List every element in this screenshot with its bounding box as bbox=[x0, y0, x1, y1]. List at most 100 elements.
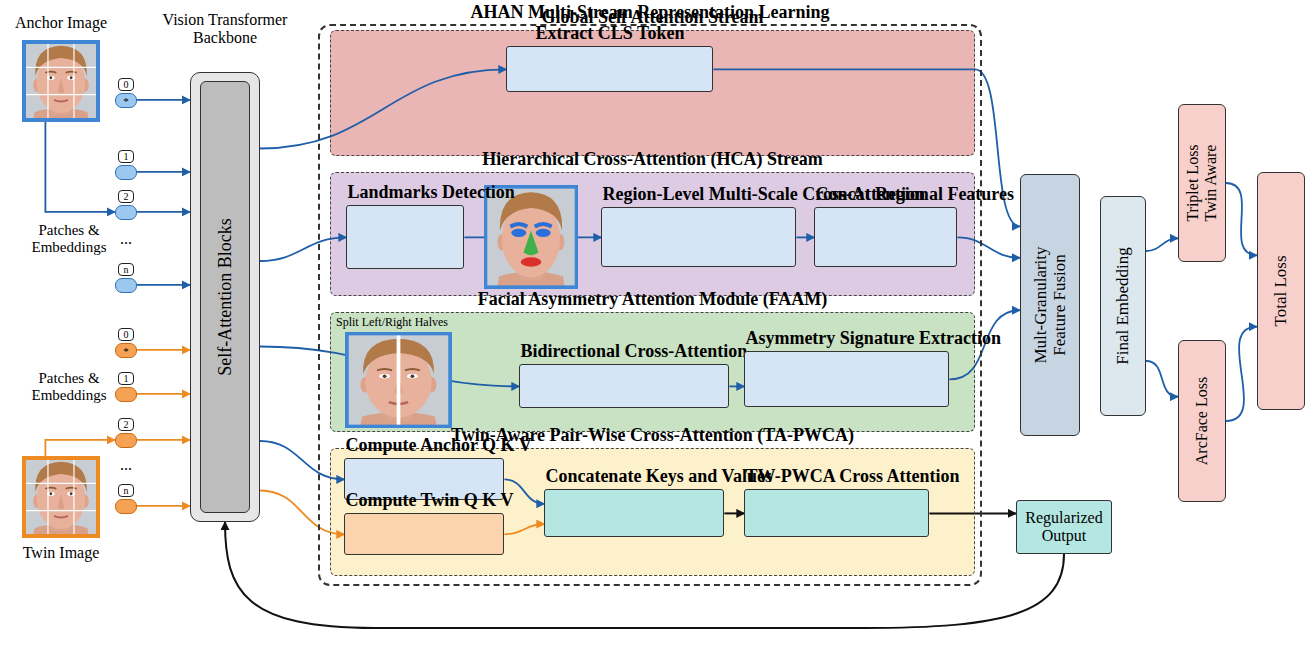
annotation-label: ... bbox=[115, 456, 137, 474]
process-label: Concat Regional Features bbox=[815, 184, 956, 204]
vertical-label: ArcFace Loss bbox=[1193, 346, 1211, 496]
framework-frame: AHAN Multi-Stream Representation Learnin… bbox=[318, 24, 982, 586]
process-label: Region-Level Multi-Scale Cross-Attention bbox=[602, 184, 795, 204]
process-label: Extract CLS Token bbox=[507, 23, 712, 43]
token-pill bbox=[115, 205, 137, 220]
token-embedding: n bbox=[115, 484, 137, 514]
connector-arrow bbox=[260, 69, 506, 148]
stream-panel: Twin-Aware Pair-Wise Cross-Attention (TA… bbox=[330, 448, 975, 576]
drawn-ellipse bbox=[521, 257, 542, 266]
drawn-rect bbox=[485, 187, 576, 288]
process-label: Regularized Output bbox=[1023, 509, 1105, 545]
vertical-label: Final Embedding bbox=[1113, 206, 1132, 406]
token-embedding: n bbox=[115, 263, 137, 293]
drawn-path bbox=[22, 456, 100, 538]
connector-arrow bbox=[137, 349, 190, 351]
connector-arrow bbox=[45, 122, 115, 212]
drawn-svg bbox=[484, 185, 578, 289]
annotation-label: Split Left/Right Halves bbox=[336, 316, 448, 329]
process-box: Extract CLS Token bbox=[506, 46, 713, 92]
drawn-path bbox=[397, 332, 401, 428]
stream-fill bbox=[330, 172, 975, 296]
token-index: n bbox=[119, 264, 133, 275]
stream-heading: Hierarchical Cross-Attention (HCA) Strea… bbox=[331, 149, 974, 170]
drawn-rect bbox=[347, 333, 451, 426]
connector-arrow bbox=[137, 505, 190, 507]
stream-fill bbox=[330, 448, 975, 576]
process-box: Bidirectional Cross-Attention bbox=[519, 364, 729, 408]
process-box: Landmarks Detection bbox=[346, 205, 464, 269]
stream-panel: Global Self Attention StreamExtract CLS … bbox=[330, 30, 975, 156]
process-label: TW-PWCA Cross Attention bbox=[745, 466, 928, 486]
process-label: Compute Anchor Q K V bbox=[345, 435, 503, 455]
token-embedding: 1 bbox=[115, 150, 137, 180]
connector-arrow bbox=[957, 237, 1020, 257]
connector-arrow bbox=[1146, 361, 1178, 397]
process-label: Compute Twin Q K V bbox=[345, 490, 503, 510]
drawn-path bbox=[535, 224, 552, 227]
connector-arrow bbox=[1146, 238, 1178, 251]
token-index-tab: 1 bbox=[118, 372, 134, 385]
connector-arrow bbox=[504, 479, 544, 503]
token-embedding: 2 bbox=[115, 418, 137, 448]
connector-arrow bbox=[949, 310, 1020, 379]
drawn-use bbox=[22, 40, 100, 122]
stream-fill bbox=[330, 30, 975, 156]
process-box: Asymmetry Signature Extraction bbox=[744, 351, 949, 407]
annotation-label: Patches & Embeddings bbox=[25, 222, 113, 255]
token-index: 1 bbox=[119, 151, 133, 162]
drawn-use bbox=[345, 332, 452, 428]
token-index-tab: n bbox=[118, 263, 134, 276]
backbone-box: Vision Transformer BackboneSelf-Attentio… bbox=[190, 72, 260, 522]
connector-arrow bbox=[796, 236, 814, 238]
vertical-label: Self-Attention Blocks bbox=[214, 97, 234, 497]
drawn-path bbox=[510, 224, 527, 227]
token-embedding: 0* bbox=[115, 78, 137, 108]
connector-arrow bbox=[137, 99, 190, 101]
process-label: Landmarks Detection bbox=[347, 182, 463, 202]
drawn-ellipse bbox=[536, 229, 551, 237]
token-index-tab: 0 bbox=[118, 328, 134, 341]
token-index: 2 bbox=[119, 419, 133, 430]
process-box: Compute Twin Q K V bbox=[344, 513, 504, 555]
token-embedding: 0* bbox=[115, 328, 137, 358]
token-index: 0 bbox=[119, 79, 133, 90]
connector-arrow bbox=[137, 439, 190, 441]
drawn-ellipse bbox=[511, 229, 526, 237]
vertical-block: Final Embedding bbox=[1100, 196, 1146, 416]
drawn-svg bbox=[22, 40, 100, 122]
connector-arrow bbox=[260, 441, 344, 479]
annotation-label: ... bbox=[115, 230, 137, 248]
stream-fill bbox=[330, 312, 975, 432]
token-index-tab: n bbox=[118, 484, 134, 497]
connector-arrow bbox=[137, 393, 190, 395]
process-box: Region-Level Multi-Scale Cross-Attention bbox=[601, 207, 796, 267]
connector-arrow bbox=[724, 512, 744, 514]
token-mark: * bbox=[116, 94, 136, 109]
backbone-heading: Vision Transformer Backbone bbox=[150, 11, 300, 46]
token-pill bbox=[115, 278, 137, 293]
token-index: 0 bbox=[119, 329, 133, 340]
token-index-tab: 2 bbox=[118, 418, 134, 431]
connector-arrow bbox=[45, 440, 115, 456]
connector-arrow bbox=[929, 512, 1016, 514]
vertical-block: ArcFace Loss bbox=[1178, 340, 1226, 502]
token-mark: * bbox=[116, 344, 136, 359]
connector-arrow bbox=[137, 171, 190, 173]
token-embedding: 2 bbox=[115, 190, 137, 220]
token-pill: * bbox=[115, 343, 137, 358]
vertical-label: Triplet Loss Twin Aware bbox=[1184, 133, 1220, 233]
drawn-use bbox=[484, 185, 578, 289]
drawn-use bbox=[22, 456, 100, 538]
connector-arrow bbox=[504, 524, 544, 534]
vertical-block: Triplet Loss Twin Aware bbox=[1178, 104, 1226, 262]
vertical-block: Mult-Granularity Feature Fusion bbox=[1020, 174, 1080, 436]
process-box: Concatenate Keys and Values bbox=[544, 489, 724, 537]
token-pill bbox=[115, 499, 137, 514]
drawn-path bbox=[523, 231, 538, 255]
anchor-image: Anchor Image bbox=[22, 40, 100, 122]
vertical-label: Mult-Granularity Feature Fusion bbox=[1031, 225, 1069, 385]
connector-arrow bbox=[260, 491, 344, 535]
connector-arrow bbox=[260, 237, 346, 261]
token-pill: * bbox=[115, 93, 137, 108]
